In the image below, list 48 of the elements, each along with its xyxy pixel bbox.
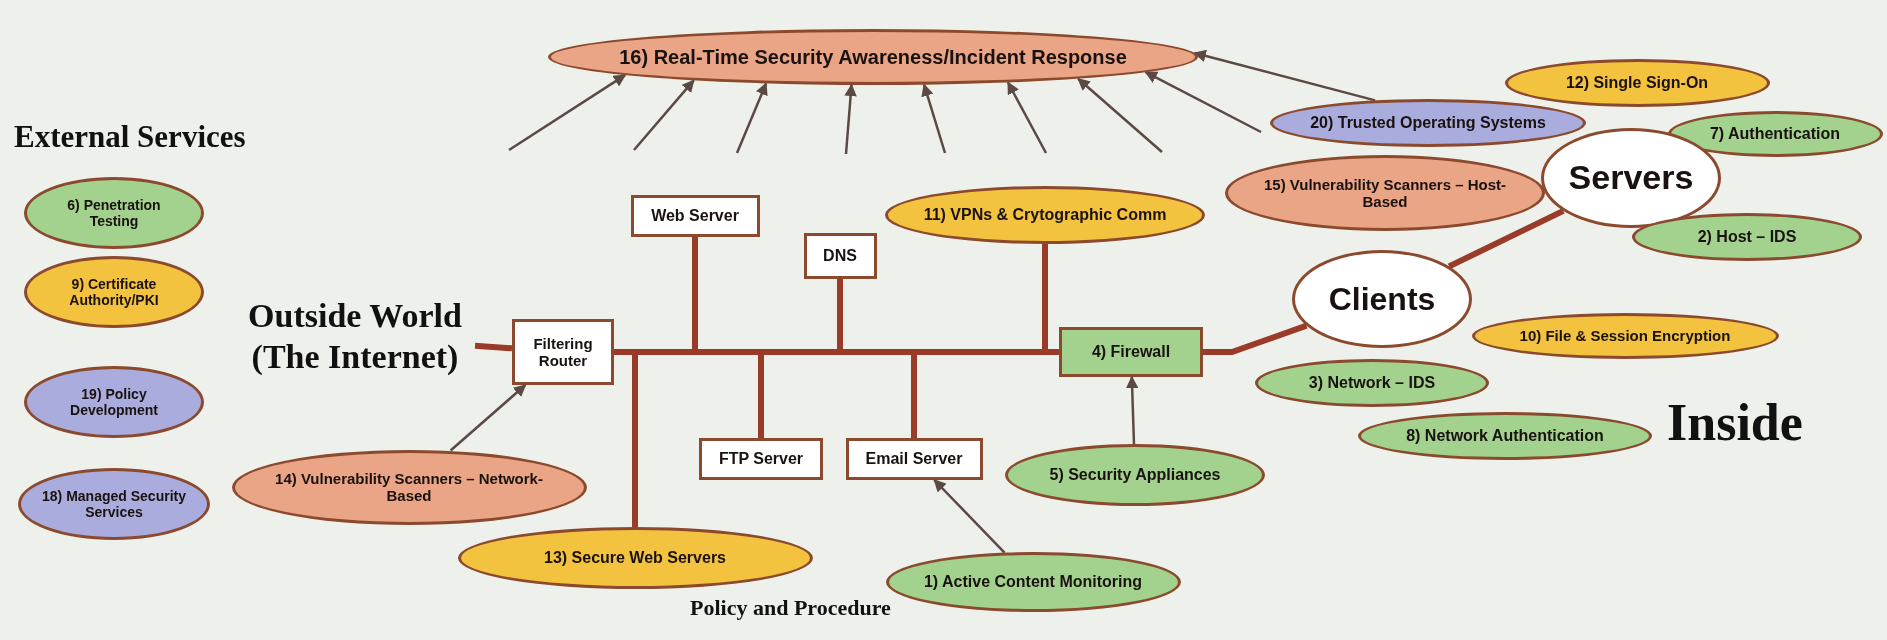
device-box [699,438,823,480]
section-label: Inside [1667,393,1803,453]
node-text: 14) Vulnerability Scanners – Network-Based [274,469,544,505]
node-text: 8) Network Authentication [1406,426,1604,446]
node-text: 20) Trusted Operating Systems [1310,113,1546,133]
node-text: 7) Authentication [1709,124,1841,144]
node-text: FTP Server [718,449,804,469]
node-text: 9) Certificate Authority/PKI [68,275,160,309]
device-box [845,438,983,480]
arrow [933,479,1006,554]
arrow [449,384,527,452]
arrow [508,74,627,152]
section-label: External Services [14,118,246,156]
node-text: 3) Network – IDS [1308,373,1436,393]
node-text: Filtering Router [532,334,594,370]
node-text: 19) Policy Development [69,385,159,419]
node-text: 6) Penetration Testing [66,196,162,230]
connector-line [1203,322,1308,355]
node-text: 2) Host – IDS [1697,227,1797,247]
node-text: 5) Security Appliances [1049,465,1221,485]
arrow [1144,71,1262,134]
node-text: 16) Real-Time Security Awareness/Incident Response [619,45,1127,69]
node-text: Web Server [651,206,739,226]
node-text: 18) Managed Security Services [41,487,187,521]
node-text: Servers [1568,158,1694,198]
node-text: 11) VPNs & Crytographic Comm [923,205,1167,225]
network-heading: Outside World (The Internet) [235,292,475,382]
arrow [921,83,947,154]
arrow [1125,375,1139,445]
arrow [1077,77,1163,153]
node-text: 1) Active Content Monitoring [923,572,1143,592]
device-box [512,319,614,385]
arrow [844,83,857,155]
node-text: 12) Single Sign-On [1565,73,1709,93]
node-text: Email Server [865,449,963,469]
node-text: 15) Vulnerability Scanners – Host-Based [1263,175,1507,211]
connector-line [1447,208,1565,270]
node-text: 13) Secure Web Servers [544,548,726,568]
device-box [803,233,877,279]
node-text: Clients [1328,280,1436,318]
device-box [1059,327,1203,377]
node-text: DNS [823,246,857,266]
device-box [630,195,760,237]
section-label: Policy and Procedure [690,595,891,622]
node-text: 10) File & Session Encryption [1519,327,1731,345]
connector-line [474,342,513,352]
arrow [633,79,695,151]
node-text: 4) Firewall [1091,342,1171,362]
